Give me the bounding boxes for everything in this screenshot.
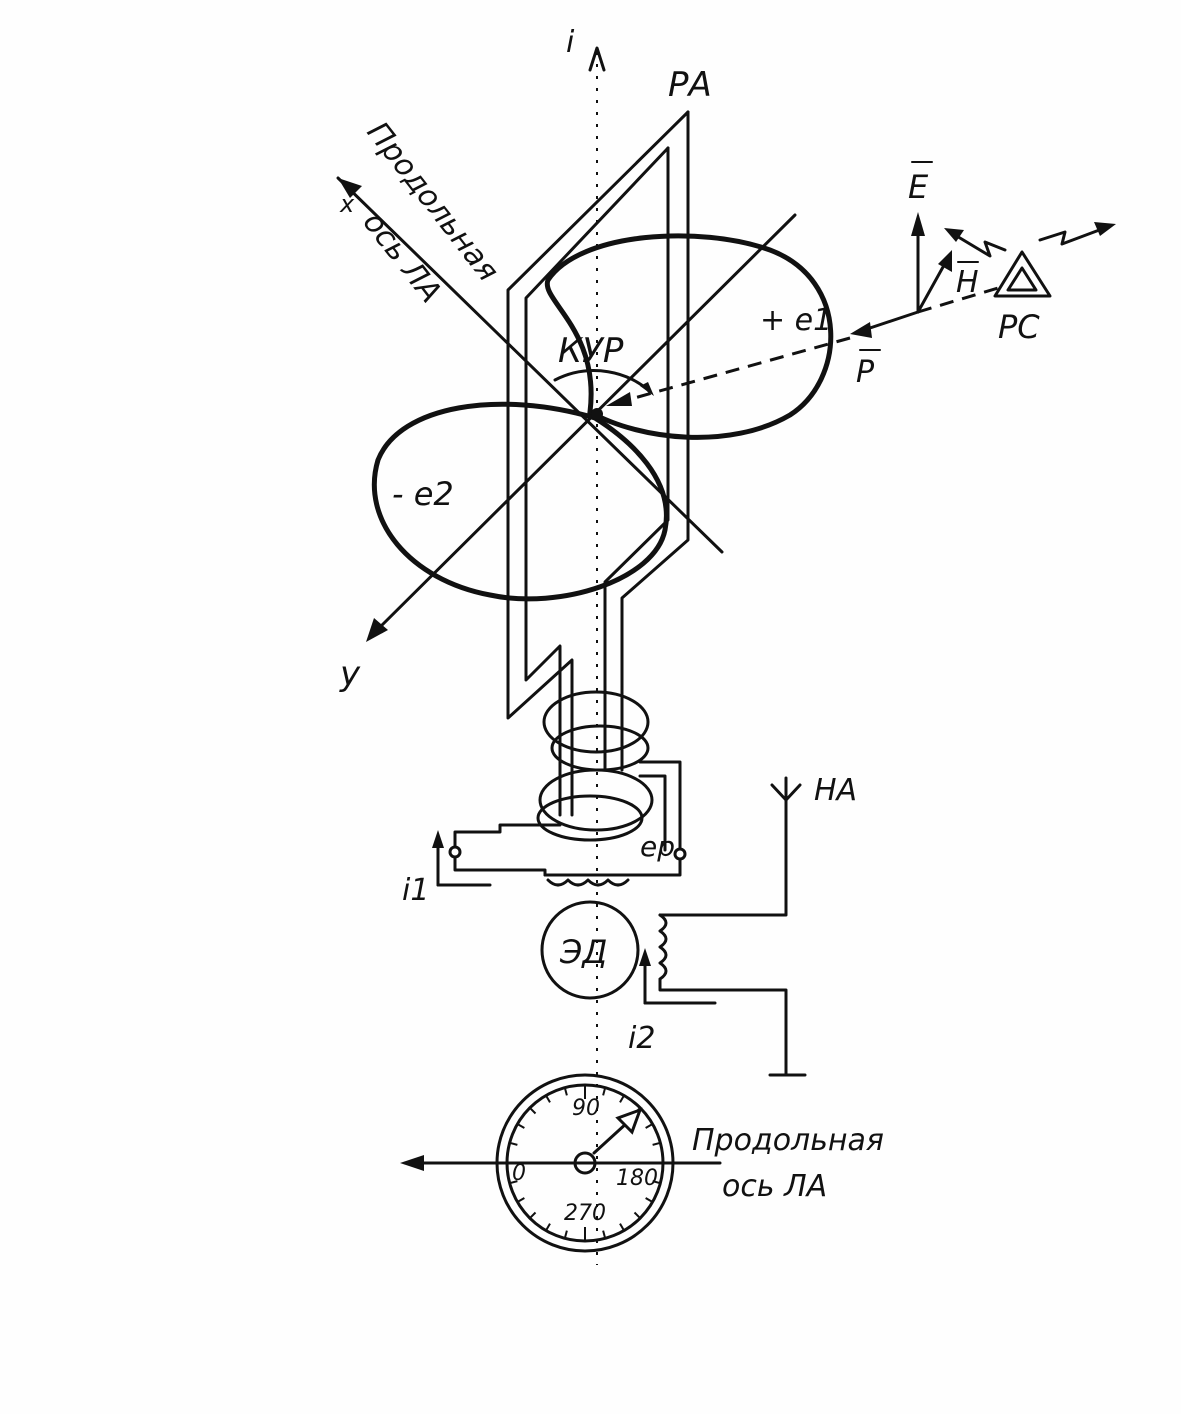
h-vector-arrow <box>938 250 952 272</box>
dial-tick <box>529 1107 537 1115</box>
dial-tick <box>563 1087 568 1096</box>
label-h-vector: H <box>956 265 979 300</box>
kur-arc-arrow <box>640 382 654 396</box>
label-e2: - e2 <box>392 475 454 513</box>
dial-tick <box>633 1211 641 1219</box>
dial-tick <box>652 1180 661 1185</box>
wave-zigzag-right <box>1038 224 1112 246</box>
dial-tick <box>516 1123 525 1129</box>
ep-lead-right <box>638 760 682 852</box>
frame-antenna-inner-right <box>603 146 670 690</box>
label-kur: КУР <box>558 331 624 371</box>
dial-tick <box>509 1180 518 1185</box>
i2-arrowhead <box>639 948 651 966</box>
dial-tick <box>529 1211 537 1219</box>
i1-lead-top <box>453 823 562 850</box>
wave-zigzag-left <box>948 230 1007 258</box>
label-e-vector: E <box>908 168 929 206</box>
frame-antenna-outer-left <box>506 110 690 720</box>
radio-station-inner-triangle <box>1006 266 1038 292</box>
label-p-vector: P <box>856 355 875 390</box>
motor-circle <box>540 900 640 1000</box>
dial-tick <box>509 1141 518 1146</box>
lobe-e2 <box>371 401 669 602</box>
label-ra: РА <box>668 65 712 105</box>
label-i2: i2 <box>628 1021 655 1056</box>
dial-tick <box>602 1087 607 1096</box>
station-link-line <box>917 286 999 314</box>
frame-antenna-inner-left <box>524 146 670 690</box>
label-axis-i: i <box>566 25 575 60</box>
i1-terminal <box>448 845 462 859</box>
ha-lead-bottom <box>658 978 788 1077</box>
dial-label-270: 270 <box>564 1201 606 1226</box>
y-axis-arrow <box>366 618 388 642</box>
label-axis-y: y <box>339 654 361 694</box>
e-vector-arrow <box>911 212 925 236</box>
dial-tick <box>563 1230 568 1239</box>
bottom-longitudinal-axis-arrow <box>400 1155 424 1171</box>
ep-lead-bottom <box>543 858 682 877</box>
ep-lead-right-2 <box>638 774 667 852</box>
radio-station-outer-triangle <box>993 250 1052 298</box>
label-ep: ep <box>640 830 675 863</box>
dial-tick <box>545 1223 551 1232</box>
p-vector-arrow <box>850 322 872 338</box>
dial-label-90: 90 <box>572 1096 600 1121</box>
label-i1: i1 <box>402 873 429 908</box>
longitudinal-axis-line <box>336 176 724 554</box>
dial-tick <box>645 1123 654 1129</box>
ep-terminal <box>673 847 687 861</box>
ha-lead-top <box>658 798 788 917</box>
label-axis-x: x <box>339 190 355 218</box>
label-e1: + e1 <box>760 303 832 338</box>
goniometer-coil-bottom <box>538 768 654 832</box>
label-motor: ЭД <box>559 933 607 971</box>
frame-antenna-outer-right <box>620 110 690 690</box>
label-long-axis-bottom-2: ось ЛА <box>722 1169 827 1204</box>
motor-winding <box>658 913 668 981</box>
label-nav-antenna: НА <box>814 773 857 808</box>
h-vector-line <box>916 256 950 314</box>
dial-pointer-head <box>615 1107 643 1135</box>
label-long-axis-bottom-1: Продольная <box>692 1123 884 1158</box>
dial-tick <box>545 1094 551 1103</box>
dial-tick <box>619 1094 625 1103</box>
i1-lead-bottom <box>453 854 547 877</box>
dial-tick <box>619 1223 625 1232</box>
goniometer-coil-top <box>542 690 650 754</box>
goniometer-search-coil <box>536 794 644 842</box>
label-radio-station: РС <box>998 308 1040 346</box>
dial-label-180: 180 <box>616 1166 658 1191</box>
lobe-e1 <box>544 233 834 440</box>
dial-tick <box>652 1141 661 1146</box>
dial-tick <box>602 1230 607 1239</box>
y-axis-line <box>370 213 797 637</box>
rotor-winding <box>546 878 630 887</box>
wave-direction-line <box>619 336 851 404</box>
wave-direction-arrow <box>606 392 632 406</box>
dial-pointer <box>592 1120 630 1155</box>
i1-arrowhead <box>432 830 444 848</box>
dial-tick <box>516 1197 525 1203</box>
longitudinal-axis-arrow <box>338 178 362 198</box>
wave-zigzag-left-arrow <box>944 228 964 242</box>
wave-zigzag-right-arrow <box>1094 222 1116 236</box>
dial-tick <box>645 1197 654 1203</box>
dial-label-0: 0 <box>512 1161 526 1186</box>
label-long-axis-top-1: Продольная <box>360 115 506 288</box>
axis-i-arrow <box>588 46 606 72</box>
antenna-center-point <box>591 408 603 420</box>
